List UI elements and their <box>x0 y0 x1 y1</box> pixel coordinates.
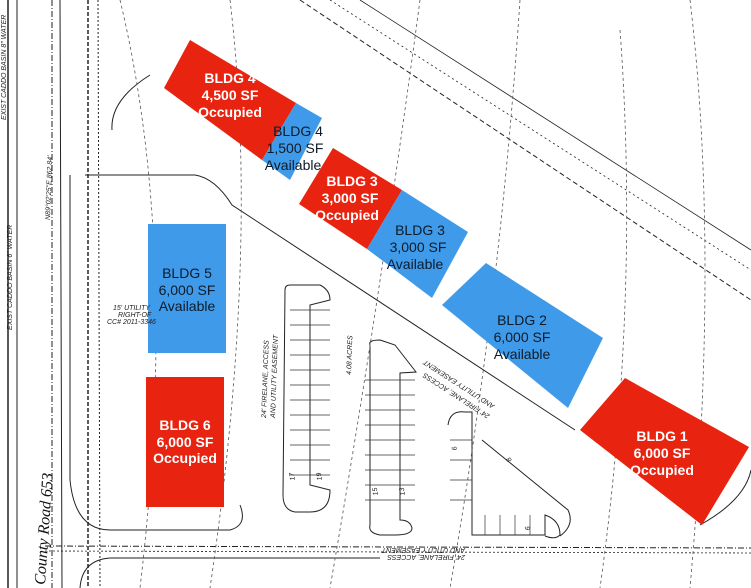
firelane-bottom-label-2: AND UTILITY EASEMENT <box>381 546 466 553</box>
svg-text:BLDG 4: BLDG 4 <box>204 70 256 86</box>
svg-text:Occupied: Occupied <box>315 207 379 223</box>
bldg4-available-label: BLDG 4 1,500 SF Available <box>265 123 324 173</box>
svg-text:BLDG 4: BLDG 4 <box>273 123 323 139</box>
svg-text:3,000 SF: 3,000 SF <box>390 239 447 255</box>
svg-text:BLDG 2: BLDG 2 <box>497 312 547 328</box>
bldg2-shape[interactable] <box>442 263 603 408</box>
utility-label-2: RIGHT-OF <box>118 312 152 319</box>
svg-text:4,500 SF: 4,500 SF <box>202 87 259 103</box>
bldg6-label: BLDG 6 6,000 SF Occupied <box>153 417 217 466</box>
bldg4-occupied-label: BLDG 4 4,500 SF Occupied <box>198 70 262 120</box>
stall-count: 17 <box>289 471 297 481</box>
bldg1-shape[interactable] <box>580 378 749 525</box>
stall-count: 19 <box>316 472 324 481</box>
svg-text:Available: Available <box>494 346 551 362</box>
stall-count: 13 <box>399 487 407 496</box>
svg-text:6,000 SF: 6,000 SF <box>157 434 214 450</box>
stall-count: 6 <box>451 446 459 451</box>
svg-text:Occupied: Occupied <box>198 104 262 120</box>
stall-count: 6 <box>525 526 532 531</box>
stall-count: 15 <box>372 487 380 496</box>
bldg5-label: BLDG 5 6,000 SF Available <box>159 265 216 314</box>
acres-label: 4.08 ACRES <box>346 335 354 375</box>
svg-text:6,000 SF: 6,000 SF <box>494 329 551 345</box>
utility-label-3: CC# 2011-3346 <box>107 319 156 326</box>
water-line-label-1: EXIST CADDO BASIN 8" WATER <box>1 15 8 120</box>
water-line-label-2: EXIST CADDO BASIN 6" WATER <box>7 225 14 330</box>
stall-count: 8 <box>506 456 514 463</box>
utility-label-1: 15' UTILITY <box>113 305 151 312</box>
svg-text:3,000 SF: 3,000 SF <box>322 190 379 206</box>
svg-text:1,500 SF: 1,500 SF <box>267 140 324 156</box>
firelane-label-1: 24' FIRELANE, ACCESS <box>261 340 271 419</box>
bldg6-shape[interactable] <box>146 377 224 507</box>
bldg5-shape[interactable] <box>148 224 226 353</box>
bldg4-available-shape[interactable] <box>262 103 322 180</box>
bldg3-occupied-label: BLDG 3 3,000 SF Occupied <box>315 173 379 223</box>
bearing-label: N89°02'25"E 862.84' <box>44 155 54 220</box>
svg-text:BLDG 1: BLDG 1 <box>636 428 688 444</box>
road-lines <box>7 0 751 588</box>
svg-text:Available: Available <box>159 298 216 314</box>
bldg4-occupied-shape[interactable] <box>164 40 296 160</box>
svg-text:Available: Available <box>387 256 444 272</box>
bldg3-available-shape[interactable] <box>367 190 468 298</box>
bldg1-label: BLDG 1 6,000 SF Occupied <box>630 428 694 478</box>
bldg3-available-label: BLDG 3 3,000 SF Available <box>387 222 447 272</box>
road-label: County Road 653 <box>32 472 57 585</box>
svg-text:Occupied: Occupied <box>153 450 217 466</box>
svg-text:Occupied: Occupied <box>630 462 694 478</box>
svg-text:BLDG 5: BLDG 5 <box>162 265 212 281</box>
firelane-label-2: AND UTILITY EASEMENT <box>270 334 280 419</box>
svg-text:BLDG 3: BLDG 3 <box>326 173 378 189</box>
bldg3-occupied-shape[interactable] <box>299 148 402 249</box>
svg-text:BLDG 6: BLDG 6 <box>159 417 211 433</box>
firelane-bottom-label-1: 24' FIRELANE, ACCESS <box>387 553 466 560</box>
svg-text:6,000 SF: 6,000 SF <box>159 282 216 298</box>
svg-text:BLDG 3: BLDG 3 <box>395 222 445 238</box>
svg-text:6,000 SF: 6,000 SF <box>634 445 691 461</box>
svg-text:Available: Available <box>265 157 322 173</box>
bldg2-label: BLDG 2 6,000 SF Available <box>494 312 551 362</box>
